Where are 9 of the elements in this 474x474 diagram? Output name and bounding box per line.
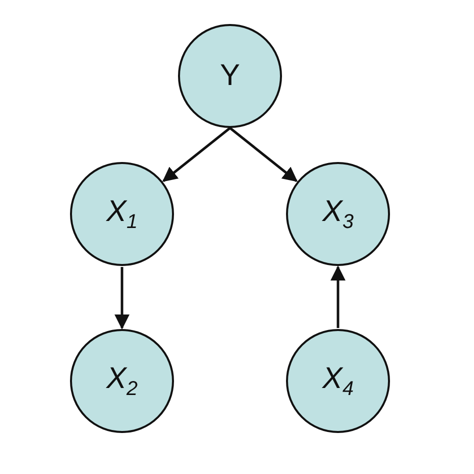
- arrow: [229, 127, 298, 182]
- variable-label: X$_{2}$: [106, 362, 138, 400]
- variable-label: X$_{3}$: [322, 194, 354, 234]
- variable-label: X$_{1}$: [106, 194, 138, 234]
- variable-label: Y: [220, 59, 240, 93]
- arrow: [162, 127, 231, 182]
- variable-label: X$_{4}$: [322, 362, 354, 400]
- arrow: [330, 266, 346, 328]
- arrow: [114, 267, 130, 330]
